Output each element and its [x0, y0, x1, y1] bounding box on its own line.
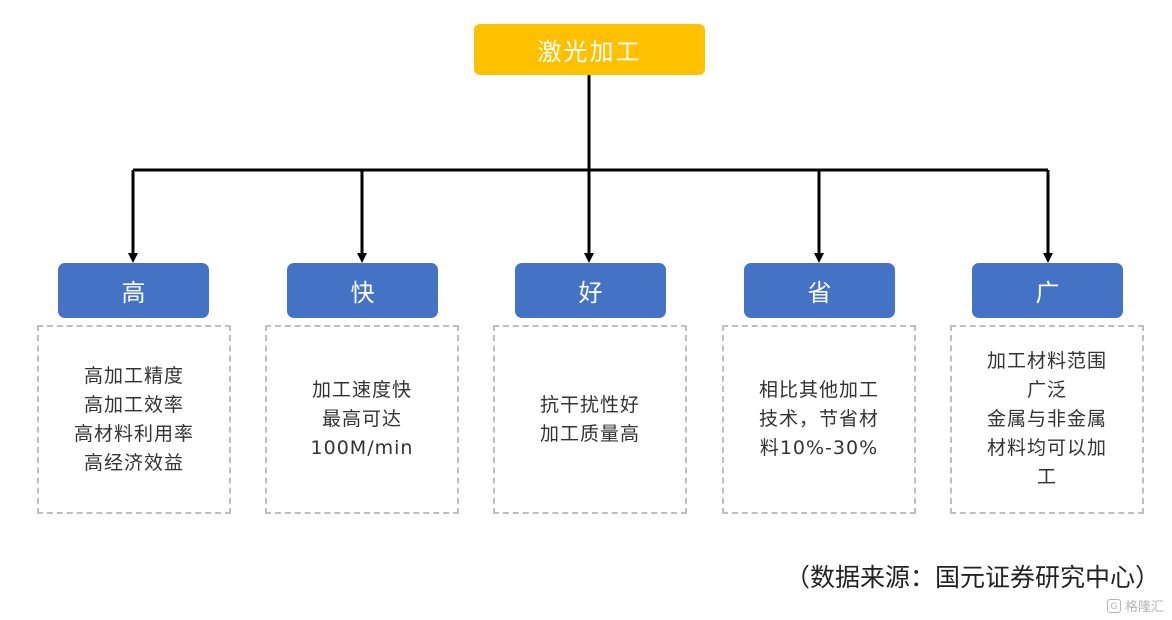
detail-line: 加工质量高: [539, 422, 640, 445]
detail-line: 高加工效率: [83, 393, 184, 416]
category-label: 高: [121, 279, 146, 307]
detail-line: 技术，节省材: [758, 408, 879, 430]
detail-line: 高材料利用率: [73, 422, 194, 445]
detail-line: 相比其他加工: [758, 379, 879, 401]
detail-line: 工: [1036, 466, 1057, 488]
detail-box-sheng: 相比其他加工 技术，节省材 料10%-30%: [722, 325, 916, 514]
root-node: 激光加工: [474, 24, 705, 75]
detail-line: 抗干扰性好: [539, 393, 640, 416]
detail-line: 广泛: [1026, 379, 1067, 401]
category-node-guang: 广: [972, 263, 1123, 318]
category-label: 好: [578, 279, 603, 307]
category-label: 省: [807, 279, 832, 307]
source-note: （数据来源：国元证券研究中心）: [784, 563, 1160, 592]
detail-line: 材料均可以加: [986, 437, 1107, 459]
detail-box-gao: 高加工精度 高加工效率 高材料利用率 高经济效益: [37, 325, 231, 514]
detail-line: 高加工精度: [83, 364, 184, 387]
category-label: 广: [1035, 279, 1060, 307]
category-node-gao: 高: [58, 263, 209, 318]
detail-line: 加工速度快: [311, 379, 412, 401]
watermark-logo-icon: G: [1106, 598, 1121, 613]
detail-box-kuai: 加工速度快 最高可达 100M/min: [265, 325, 459, 514]
detail-line: 金属与非金属: [986, 408, 1107, 430]
category-node-hao: 好: [515, 263, 666, 318]
detail-line: 高经济效益: [83, 451, 184, 474]
root-label: 激光加工: [537, 38, 642, 66]
detail-line: 100M/min: [310, 437, 414, 459]
category-node-sheng: 省: [744, 263, 895, 318]
detail-box-hao: 抗干扰性好 加工质量高: [493, 325, 687, 514]
watermark-text: 格隆汇: [1124, 600, 1164, 615]
watermark: G 格隆汇: [1106, 596, 1164, 615]
detail-line: 料10%-30%: [759, 437, 879, 459]
category-label: 快: [350, 279, 375, 307]
detail-box-guang: 加工材料范围 广泛 金属与非金属 材料均可以加 工: [950, 325, 1144, 514]
detail-line: 最高可达: [321, 408, 402, 430]
category-node-kuai: 快: [287, 263, 438, 318]
detail-line: 加工材料范围: [986, 350, 1107, 372]
